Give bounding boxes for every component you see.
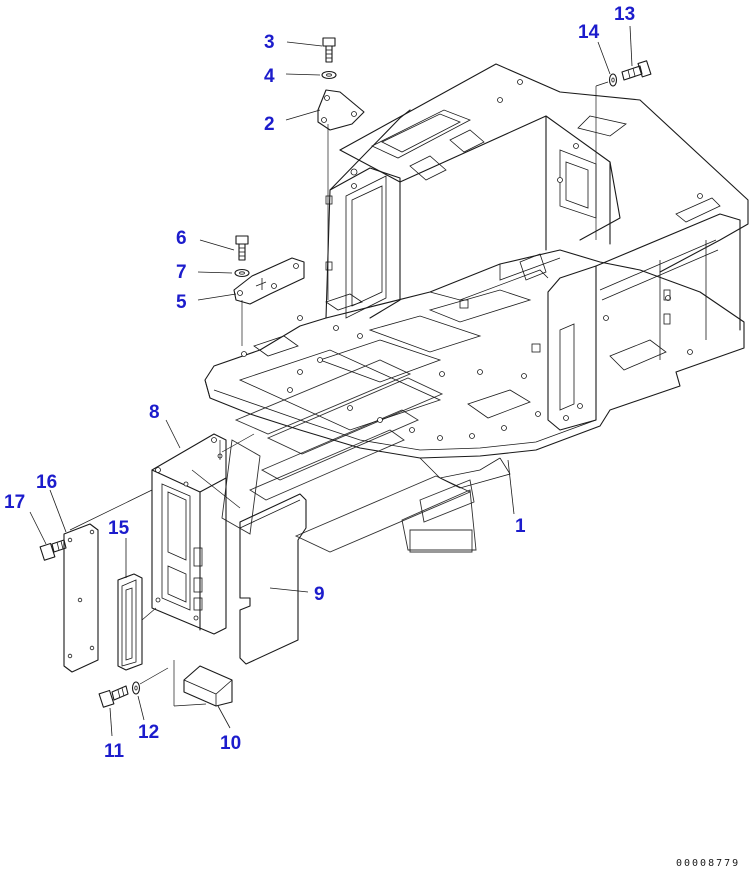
callout-14: 14 [578, 22, 600, 43]
cover-plate-part-5 [233, 257, 305, 346]
bolt-part-13 [621, 60, 652, 81]
callout-2: 2 [264, 114, 275, 135]
side-plate-part-16 [63, 489, 153, 673]
callout-5: 5 [176, 292, 187, 313]
bolt-part-11 [98, 685, 129, 708]
callout-6: 6 [176, 228, 187, 249]
console-panel-part-8 [151, 433, 255, 635]
washer-part-14 [595, 73, 618, 240]
callout-12: 12 [138, 722, 159, 743]
cover-board-part-9 [239, 493, 307, 665]
callout-10: 10 [220, 733, 241, 754]
bracket-plate-part-2 [317, 89, 365, 300]
callout-11: 11 [104, 741, 125, 762]
callout-16: 16 [36, 472, 57, 493]
callout-13: 13 [614, 4, 635, 25]
callout-15: 15 [108, 518, 130, 539]
washer-part-12 [131, 667, 169, 695]
leader-lines [29, 25, 633, 737]
washer-part-7 [234, 268, 250, 278]
callout-9: 9 [314, 584, 325, 605]
cab-frame-part-1 [204, 63, 749, 489]
callout-1: 1 [515, 516, 526, 537]
callout-7: 7 [176, 262, 187, 283]
document-number: 00008779 [676, 858, 740, 869]
grille-part-15 [117, 573, 157, 671]
bolt-part-17 [39, 539, 67, 561]
block-part-10 [173, 660, 233, 707]
watermark-logo [221, 359, 477, 553]
callout-17: 17 [4, 492, 25, 513]
bolt-part-6 [235, 235, 249, 261]
callout-8: 8 [149, 402, 160, 423]
callout-labels: 1 2 3 4 5 6 7 8 9 10 11 12 13 14 15 16 1… [4, 4, 635, 762]
washer-part-4 [321, 70, 337, 80]
callout-3: 3 [264, 32, 275, 53]
bolt-part-3 [322, 37, 336, 63]
callout-4: 4 [264, 66, 275, 87]
